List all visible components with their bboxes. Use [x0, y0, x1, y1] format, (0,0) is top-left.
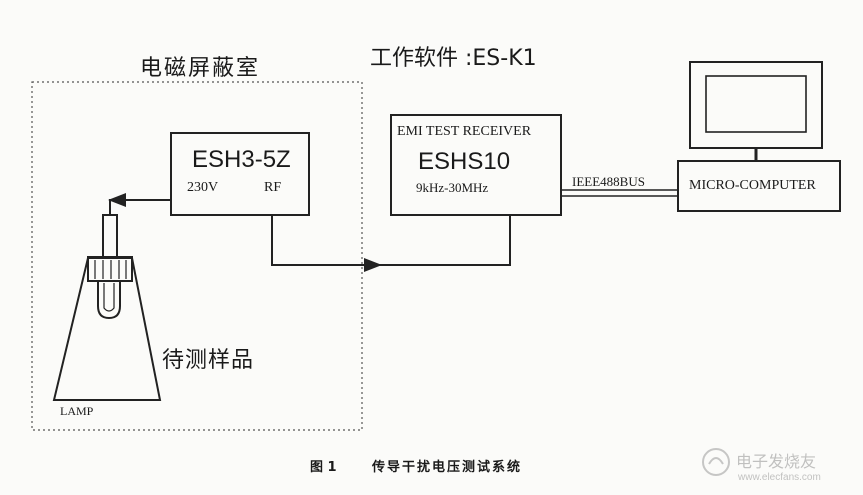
port-rf-label: RF [264, 180, 282, 195]
shielded-room-label: 电磁屏蔽室 [140, 56, 261, 81]
power-arrow [108, 193, 126, 207]
receiver-model: ESHS10 [418, 148, 511, 175]
computer-box: MICRO-COMPUTER [677, 160, 841, 212]
lamp-pole [102, 214, 118, 258]
receiver-box: EMI TEST RECEIVER ESHS10 9kHz-30MHz [390, 114, 562, 216]
computer-label: MICRO-COMPUTER [689, 178, 816, 193]
watermark-logo-icon [702, 448, 730, 476]
bus-label: IEEE488BUS [572, 174, 645, 189]
lamp-label: LAMP [60, 404, 94, 418]
figure-title: 传导干扰电压测试系统 [372, 460, 523, 475]
lisn-model: ESH3-5Z [192, 146, 291, 173]
port-230v-label: 230V [187, 180, 219, 195]
sample-label: 待测样品 [162, 348, 255, 373]
watermark-url: www.elecfans.com [738, 472, 821, 483]
rf-line [271, 203, 511, 266]
receiver-title: EMI TEST RECEIVER [397, 124, 532, 139]
monitor-screen [705, 75, 807, 133]
watermark: 电子发烧友 www.elecfans.com [700, 440, 860, 490]
rf-arrow [364, 258, 382, 272]
figure-number: 图 1 [310, 460, 337, 475]
shielded-room-outline [31, 81, 363, 431]
receiver-range: 9kHz-30MHz [416, 180, 489, 195]
software-label: 工作软件 :ES-K1 [370, 46, 537, 71]
lamp-shade [52, 257, 162, 401]
watermark-text: 电子发烧友 [736, 452, 817, 471]
lisn-box: ESH3-5Z 230V RF [170, 132, 310, 216]
monitor-frame [689, 61, 823, 149]
lamp-bulb [97, 281, 121, 320]
